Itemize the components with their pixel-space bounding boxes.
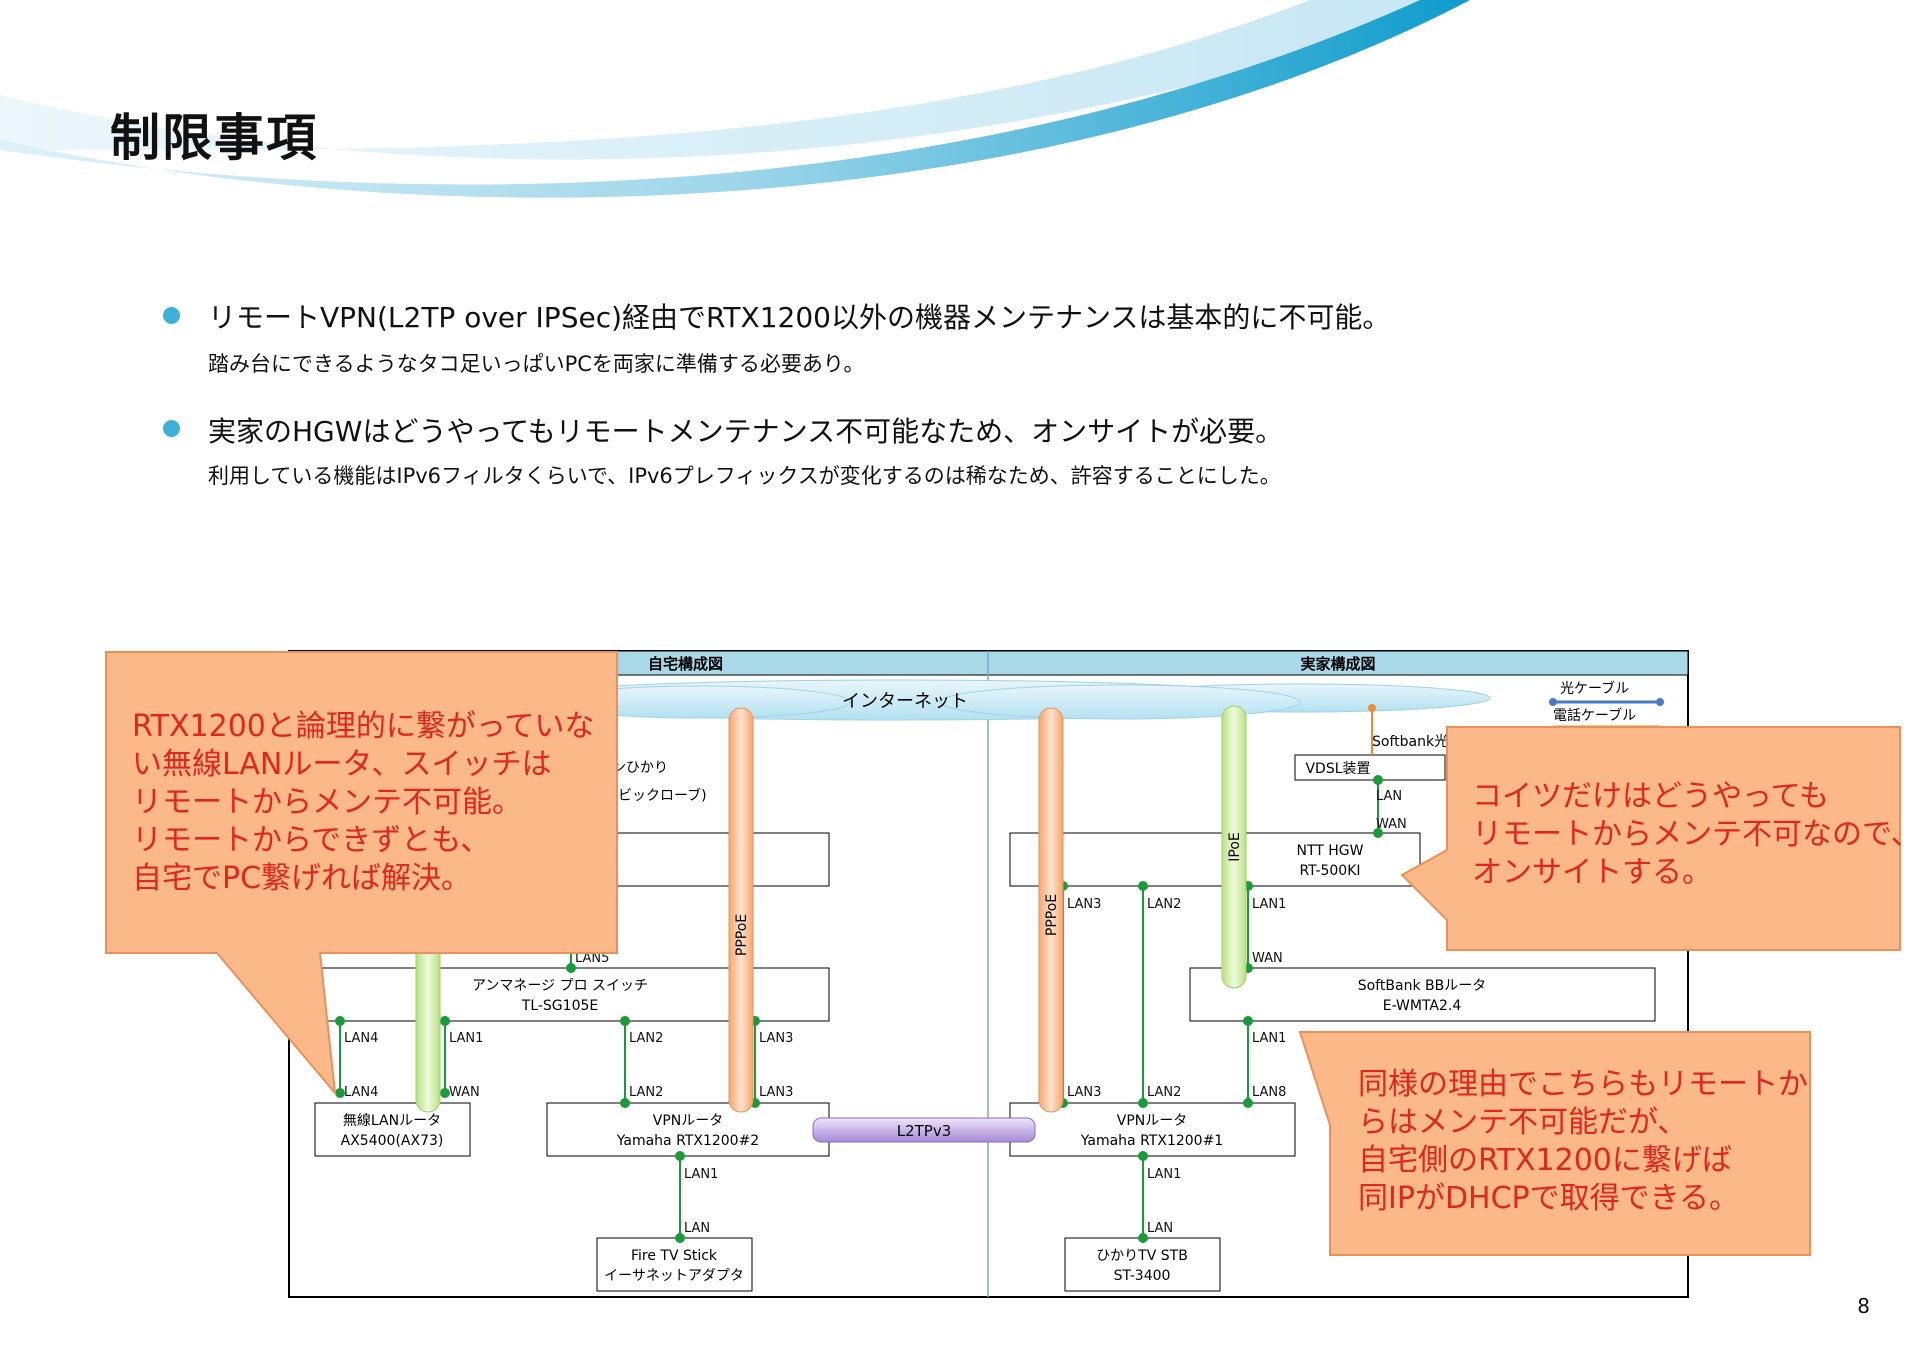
callout-right-top-text: コイツだけはどうやっても リモートからメンテ不可なので、 オンサイトする。: [1472, 779, 1920, 890]
stb-box: [1064, 1237, 1221, 1292]
header-left: 自宅構成図: [648, 655, 723, 673]
callout-left-text: RTX1200と論理的に繋がっていな い無線LANルータ、スイッチは リモートか…: [132, 709, 595, 896]
parent-vpn-router-box: [1009, 1102, 1296, 1157]
svg-text:LAN1: LAN1: [1252, 897, 1286, 912]
fire-tv-model: イーサネットアダプタ: [604, 1268, 744, 1284]
parent-port-labels: LAN WAN LAN3 LAN2 LAN1 WAN LAN1 LAN3 LAN…: [1067, 789, 1407, 1236]
vdsl-box: [1294, 754, 1446, 781]
wlan-router-box: [314, 1102, 471, 1157]
callout-right-top: [1400, 726, 1901, 951]
home-vpn-name: VPNルータ: [653, 1113, 724, 1129]
svg-text:LAN2: LAN2: [629, 1031, 663, 1046]
parent-vpn-name: VPNルータ: [1117, 1113, 1188, 1129]
svg-text:LAN2: LAN2: [1147, 897, 1181, 912]
header-swoosh: [0, 0, 1470, 198]
svg-text:LAN4: LAN4: [344, 1031, 378, 1046]
switch-model: TL-SG105E: [521, 998, 598, 1014]
home-links: [335, 940, 760, 1243]
bb-model: E-WMTA2.4: [1383, 998, 1462, 1014]
bullet-1-sub: 踏み台にできるようなタコ足いっぱいPCを両家に準備する必要あり。: [208, 352, 865, 376]
internet-label: インターネット: [842, 691, 968, 712]
wlan-router-model: AX5400(AX73): [341, 1133, 444, 1149]
home-vpn-router-box: [546, 1102, 830, 1157]
svg-text:LAN2: LAN2: [629, 1085, 663, 1100]
legend-phone: 電話ケーブル: [1553, 707, 1636, 724]
header-right: 実家構成図: [1300, 655, 1375, 673]
svg-text:LAN1: LAN1: [449, 1031, 483, 1046]
svg-text:LAN2: LAN2: [1147, 1085, 1181, 1100]
wlan-router-name: 無線LANルータ: [343, 1113, 441, 1129]
svg-text:WAN: WAN: [1376, 817, 1407, 832]
svg-text:LAN1: LAN1: [1252, 1031, 1286, 1046]
parent-pppoe-tube: [1038, 707, 1064, 1113]
svg-text:WAN: WAN: [449, 1085, 480, 1100]
fire-tv-box: [596, 1237, 753, 1292]
parent-ipoe-tube: [1221, 705, 1247, 989]
svg-text:LAN: LAN: [1376, 789, 1402, 804]
home-vpn-model: Yamaha RTX1200#2: [616, 1133, 759, 1149]
softbank-bb-box: [1189, 967, 1656, 1022]
bullet-2-main: 実家のHGWはどうやってもリモートメンテナンス不可能なため、オンサイトが必要。: [208, 415, 1284, 448]
stb-model: ST-3400: [1114, 1268, 1171, 1284]
page-number: 8: [1857, 1294, 1870, 1318]
bullet-2-sub: 利用している機能はIPv6フィルタくらいで、IPv6プレフィックスが変化するのは…: [208, 464, 1281, 488]
bullet-dot: [163, 307, 180, 324]
svg-text:LAN: LAN: [1147, 1221, 1173, 1236]
svg-text:LAN3: LAN3: [1067, 1085, 1101, 1100]
switch-name: アンマネージ プロ スイッチ: [472, 978, 648, 994]
svg-text:LAN: LAN: [684, 1221, 710, 1236]
home-isp-line1: ンひかり: [612, 760, 668, 776]
svg-text:LAN3: LAN3: [759, 1085, 793, 1100]
slide-title: 制限事項: [110, 109, 318, 167]
svg-text:LAN1: LAN1: [684, 1167, 718, 1182]
svg-text:WAN: WAN: [1252, 951, 1283, 966]
internet-cloud: [499, 679, 1491, 721]
bb-name: SoftBank BBルータ: [1358, 978, 1486, 994]
svg-text:LAN5: LAN5: [575, 951, 609, 966]
callout-left: [105, 651, 618, 1097]
l2tp-tube: [812, 1117, 1036, 1143]
softbank-fiber-label: Softbank光: [1372, 734, 1448, 750]
home-pppoe-label: PPPoE: [734, 914, 750, 956]
home-isp-line2: ビックローブ): [618, 787, 707, 804]
home-pppoe-tube: [728, 707, 754, 1113]
l2tp-label: L2TPv3: [897, 1122, 952, 1140]
ntt-hgw-box: [1009, 832, 1421, 887]
bullet-1-main: リモートVPN(L2TP over IPSec)経由でRTX1200以外の機器メ…: [208, 301, 1391, 334]
hgw-name: NTT HGW: [1297, 843, 1364, 859]
parent-ipoe-label: IPoE: [1227, 832, 1243, 861]
hgw-model: RT-500KI: [1299, 863, 1360, 879]
legend-fiber: 光ケーブル: [1560, 680, 1629, 697]
bullet-dot: [163, 420, 180, 437]
svg-text:LAN3: LAN3: [759, 1031, 793, 1046]
callout-right-bottom: [1298, 1031, 1811, 1256]
vdsl-label: VDSL装置: [1305, 761, 1370, 777]
parent-vpn-model: Yamaha RTX1200#1: [1080, 1133, 1223, 1149]
svg-text:LAN8: LAN8: [1252, 1085, 1286, 1100]
svg-text:LAN4: LAN4: [344, 1085, 378, 1100]
callout-right-bottom-text: 同様の理由でこちらもリモートか らはメンテ不可能だが、 自宅側のRTX1200に…: [1358, 1067, 1808, 1216]
home-port-labels: LAN4 LAN4 LAN1 WAN LAN2 LAN2 LAN3 LAN3 L…: [344, 951, 793, 1236]
svg-text:LAN1: LAN1: [1147, 1167, 1181, 1182]
svg-text:LAN3: LAN3: [1067, 897, 1101, 912]
fire-tv-name: Fire TV Stick: [631, 1248, 718, 1264]
stb-name: ひかりTV STB: [1096, 1248, 1188, 1264]
parent-pppoe-label: PPPoE: [1044, 894, 1060, 936]
